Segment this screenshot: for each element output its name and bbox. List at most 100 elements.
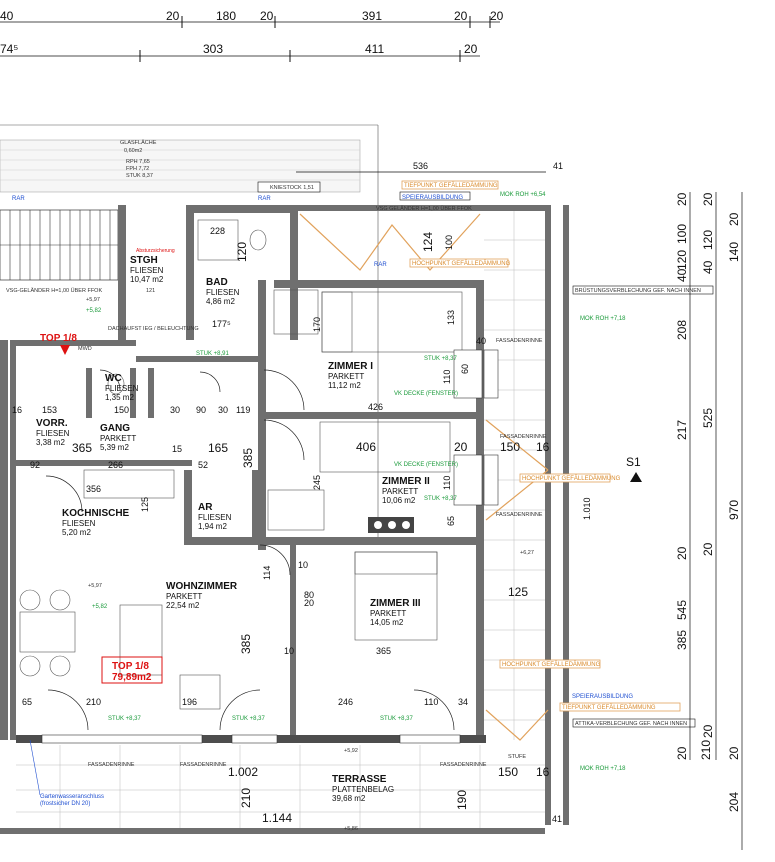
room-stgh-sub: FLIESEN bbox=[130, 266, 164, 275]
fassadenrinne-4: FASSADENRINNE bbox=[88, 762, 135, 768]
dim-16c: 16 bbox=[536, 765, 550, 779]
vk-decke-2: VK DECKE (FENSTER) bbox=[394, 462, 458, 468]
rph-label: RPH 7,65 bbox=[126, 159, 150, 165]
dim-356: 356 bbox=[86, 484, 101, 494]
vk-decke-1: VK DECKE (FENSTER) bbox=[394, 391, 458, 397]
room-zimmer2-area: 10,06 m2 bbox=[382, 496, 416, 505]
room-gang-name: GANG bbox=[100, 423, 130, 434]
dim-120a: 120 bbox=[235, 242, 249, 262]
room-kochnische-name: KOCHNISCHE bbox=[62, 508, 130, 519]
stuk-label-4: STUK +8,37 bbox=[424, 356, 458, 362]
room-zimmer3-sub: PARKETT bbox=[370, 609, 406, 618]
dim-114: 114 bbox=[262, 566, 272, 580]
unit-area: 79,89m2 bbox=[112, 672, 152, 683]
dim-385b: 385 bbox=[239, 634, 253, 654]
mok-roh-top: MOK ROH +6,54 bbox=[500, 192, 546, 198]
attika-label: ATTIKA-VERBLECHUNG GEF. NACH INNEN bbox=[575, 721, 687, 727]
dim-20b: 20 bbox=[304, 598, 314, 608]
room-wc-area: 1,35 m2 bbox=[105, 393, 134, 402]
garden-water: Gartenwasseranschluss bbox=[40, 794, 104, 800]
stufe-label: STUFE bbox=[508, 754, 526, 760]
room-wc-sub: FLIESEN bbox=[105, 384, 139, 393]
top-dim-2: 20 bbox=[166, 9, 180, 23]
room-vorr-name: VORR. bbox=[36, 418, 68, 429]
dim-92: 92 bbox=[30, 460, 40, 470]
rdim-217: 217 bbox=[675, 420, 689, 440]
furniture bbox=[19, 219, 463, 710]
stuk-label-2: STUK +8,37 bbox=[232, 716, 266, 722]
vsg-label: VSG GELÄNDER H=1,00 ÜBER FFOK bbox=[376, 205, 472, 212]
dim-196: 196 bbox=[182, 697, 197, 707]
rrdim-204: 204 bbox=[727, 792, 741, 812]
dim-41a: 41 bbox=[553, 161, 563, 171]
room-vorr-sub: FLIESEN bbox=[36, 429, 70, 438]
rrdim-40: 40 bbox=[701, 260, 715, 274]
dim-52: 52 bbox=[198, 460, 208, 470]
unit-labels: TOP 1/8 TOP 1/8 79,89m2 bbox=[40, 333, 163, 684]
dim-10b: 10 bbox=[284, 646, 294, 656]
rdim-20a: 20 bbox=[675, 192, 689, 206]
dim-110a: 110 bbox=[442, 370, 452, 384]
mok-roh-right: MOK ROH +7,18 bbox=[580, 316, 626, 322]
stuk-label-1: STUK +8,37 bbox=[108, 716, 142, 722]
top-dimension-chain: 40 20 180 20 391 20 20 74⁵ 303 411 20 bbox=[0, 9, 504, 62]
fassadenrinne-3: FASSADENRINNE bbox=[496, 512, 543, 518]
dim-60: 60 bbox=[460, 364, 470, 374]
dim-266: 266 bbox=[108, 460, 123, 470]
rrdim-970: 970 bbox=[727, 500, 741, 520]
dim-228: 228 bbox=[210, 226, 225, 236]
dim-10a: 10 bbox=[298, 560, 308, 570]
dim-1010: 1.010 bbox=[582, 497, 592, 520]
dim-170: 170 bbox=[312, 317, 322, 332]
roof-hatch-label: DACHAUFST IEG / BELEUCHTUNG bbox=[108, 326, 199, 332]
dim-245: 245 bbox=[312, 475, 322, 490]
mok-roh-low: MOK ROH +7,18 bbox=[580, 766, 626, 772]
fassadenrinne-2: FASSADENRINNE bbox=[500, 434, 547, 440]
dim-177: 177⁵ bbox=[212, 319, 231, 329]
kniestock-label: KNIESTOCK 1,51 bbox=[270, 185, 314, 191]
rrrdim-20: 20 bbox=[727, 212, 741, 226]
fph-label: FPH 7,72 bbox=[126, 166, 149, 172]
top-dim-row2-2: 303 bbox=[203, 42, 223, 56]
top-dim-1: 40 bbox=[0, 9, 14, 23]
room-stgh-area: 10,47 m2 bbox=[130, 275, 164, 284]
dim-100a: 100 bbox=[444, 235, 454, 250]
rrrdim-140: 140 bbox=[727, 242, 741, 262]
rar-zimmer: RAR bbox=[374, 262, 387, 268]
rdim-100: 100 bbox=[675, 224, 689, 244]
dim-190: 190 bbox=[455, 790, 469, 810]
garden-water-2: (frostsicher DN 20) bbox=[40, 801, 90, 807]
walls bbox=[0, 205, 569, 834]
bruestung-label: BRÜSTUNGSVERBLECHUNG GEF. NACH INNEN bbox=[575, 287, 701, 294]
rdim-120a: 120 bbox=[675, 250, 689, 270]
stgh-121: 121 bbox=[146, 288, 155, 294]
tiefpunkt-top: TIEFPUNKT GEFÄLLEDÄMMUNG bbox=[404, 182, 498, 189]
room-gang-area: 5,39 m2 bbox=[100, 443, 129, 452]
room-bad-name: BAD bbox=[206, 277, 228, 288]
dim-153: 153 bbox=[42, 405, 57, 415]
room-zimmer2-sub: PARKETT bbox=[382, 487, 418, 496]
room-ar-sub: FLIESEN bbox=[198, 513, 232, 522]
rdim-208: 208 bbox=[675, 320, 689, 340]
glass-area: GLASFLÄCHE 0,60m2 RPH 7,65 FPH 7,72 STUK… bbox=[0, 124, 379, 540]
stuk-label-5: STUK +8,37 bbox=[424, 496, 458, 502]
dim-365c: 365 bbox=[376, 646, 391, 656]
right-dimension-chains: 20 100 120 40 208 217 20 545 385 20 210 … bbox=[675, 192, 743, 850]
level-597: +5,97 bbox=[86, 297, 100, 303]
level-582b: +5,82 bbox=[92, 604, 108, 610]
hochpunkt-low: HOCHPUNKT GEFÄLLEDÄMMUNG bbox=[502, 661, 601, 668]
dim-30a: 30 bbox=[170, 405, 180, 415]
fassadenrinne-5: FASSADENRINNE bbox=[180, 762, 227, 768]
stairs: VSG-GELÄNDER H=1,00 ÜBER FFOK bbox=[0, 209, 119, 294]
dim-210b: 210 bbox=[239, 788, 253, 808]
room-ar-area: 1,94 m2 bbox=[198, 522, 227, 531]
doors bbox=[45, 369, 455, 731]
top-dim-row2-4: 20 bbox=[464, 42, 478, 56]
fassadenrinne-6: FASSADENRINNE bbox=[440, 762, 487, 768]
dim-246: 246 bbox=[338, 697, 353, 707]
dim-133: 133 bbox=[446, 310, 456, 325]
windows-right bbox=[453, 349, 499, 506]
annotation-labels: TIEFPUNKT GEFÄLLEDÄMMUNG MOK ROH +6,54 S… bbox=[29, 180, 714, 832]
room-zimmer2-name: ZIMMER II bbox=[382, 476, 430, 487]
speierausbildung-top: SPEIERAUSBILDUNG bbox=[402, 195, 463, 201]
